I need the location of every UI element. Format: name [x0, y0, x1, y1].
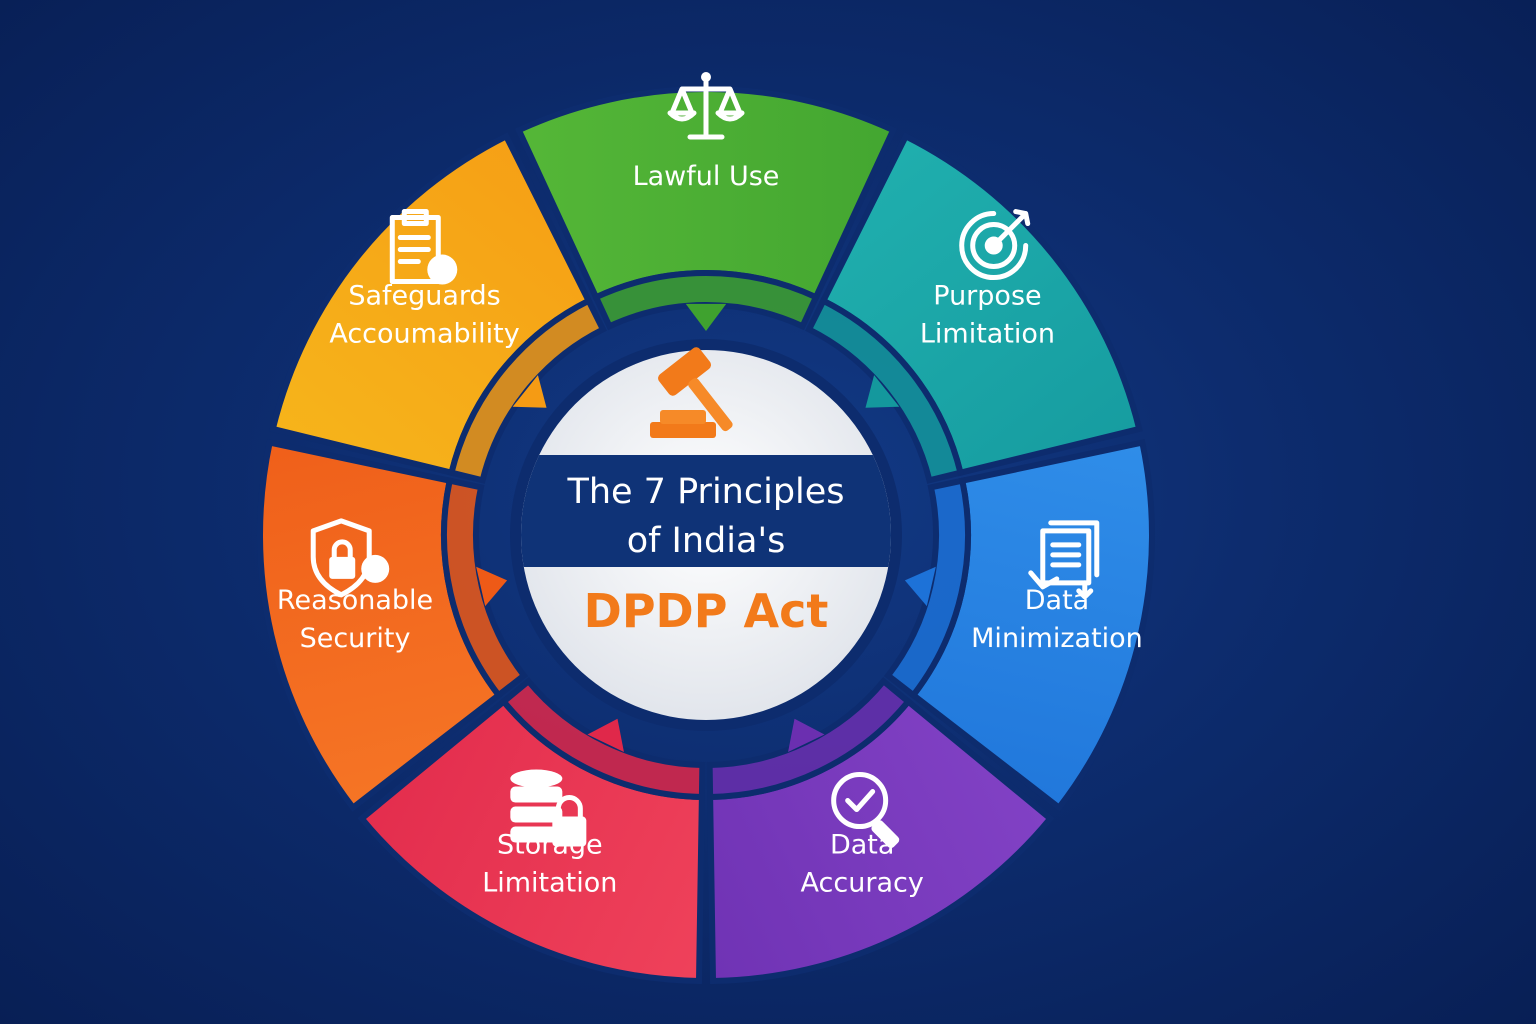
database-lock-icon-part: [555, 795, 583, 820]
hub: The 7 Principles of India's DPDP Act: [510, 339, 902, 731]
ring-band-safeguards-accountability: [447, 296, 607, 484]
magnifier-check-icon: [831, 772, 900, 849]
shield-lock-icon-part: [361, 554, 390, 583]
label-line: Limitation: [482, 867, 617, 898]
label-lawful-use: Lawful Use: [633, 161, 780, 192]
target-icon-part: [970, 222, 1018, 270]
inner-ring: [441, 270, 971, 801]
document-stack-icon: [1028, 520, 1100, 600]
ring-band-lawful-use: [592, 270, 820, 331]
label-line: Data: [1025, 585, 1089, 616]
ring-band-data-accuracy: [706, 676, 913, 801]
hub-title-band: [521, 455, 891, 567]
shield-lock-icon: [310, 518, 390, 598]
database-lock-icon-part: [510, 786, 563, 803]
pointer-storage-limitation: [587, 718, 624, 753]
clipboard-check-icon: [389, 209, 458, 285]
target-icon: [959, 209, 1031, 281]
shield-lock-icon-part: [331, 539, 353, 560]
database-lock-icon: [510, 769, 587, 847]
icons-group: [310, 72, 1100, 849]
database-lock-icon-part: [510, 806, 563, 823]
label-line: Safeguards: [348, 281, 500, 312]
clipboard-check-icon-part: [427, 254, 458, 285]
label-line: Storage: [497, 829, 603, 860]
label-line: Reasonable: [277, 585, 433, 616]
document-stack-icon-part: [1050, 542, 1082, 568]
ring-band-purpose-limitation: [805, 296, 965, 484]
hub-title-line2: of India's: [627, 521, 786, 561]
pointer-purpose-limitation: [865, 375, 900, 408]
shield-lock-icon-part: [329, 556, 356, 579]
target-icon-part: [959, 211, 1029, 281]
ring-band-data-minimization: [883, 477, 971, 700]
pointer-lawful-use: [685, 303, 727, 331]
database-lock-icon-part: [552, 816, 587, 847]
magnifier-check-icon-part: [831, 772, 889, 830]
gavel-icon: [650, 347, 733, 438]
ring-band-storage-limitation: [499, 676, 706, 801]
pointer-safeguards-accountability: [512, 375, 547, 408]
ring-band-reasonable-security: [441, 477, 529, 700]
pointer-reasonable-security: [476, 566, 508, 607]
scales-icon-part: [701, 72, 711, 82]
hub-title-line1: The 7 Principles: [566, 472, 844, 512]
scales-icon-part: [667, 110, 745, 122]
magnifier-check-icon-part: [871, 820, 900, 849]
label-line: Security: [300, 623, 411, 654]
pointer-data-minimization: [904, 566, 936, 607]
scales-icon-part: [669, 74, 743, 140]
hub-act-title: DPDP Act: [584, 584, 829, 638]
database-lock-icon-part: [510, 769, 563, 788]
document-stack-icon-part: [1040, 520, 1100, 586]
database-lock-icon-part: [510, 826, 563, 843]
pointer-data-accuracy: [788, 718, 825, 753]
label-line: Lawful Use: [633, 161, 780, 192]
label-line: Data: [830, 829, 894, 860]
target-icon-part: [991, 209, 1031, 249]
clipboard-check-icon-part: [397, 235, 431, 265]
label-line: Accoumability: [329, 319, 519, 350]
scales-icon: [667, 72, 745, 140]
label-line: Limitation: [920, 319, 1055, 350]
magnifier-check-icon-part: [845, 789, 876, 813]
document-stack-icon-part: [1028, 570, 1094, 600]
label-line: Purpose: [933, 281, 1041, 312]
label-line: Accuracy: [801, 867, 924, 898]
label-line: Minimization: [971, 623, 1143, 654]
